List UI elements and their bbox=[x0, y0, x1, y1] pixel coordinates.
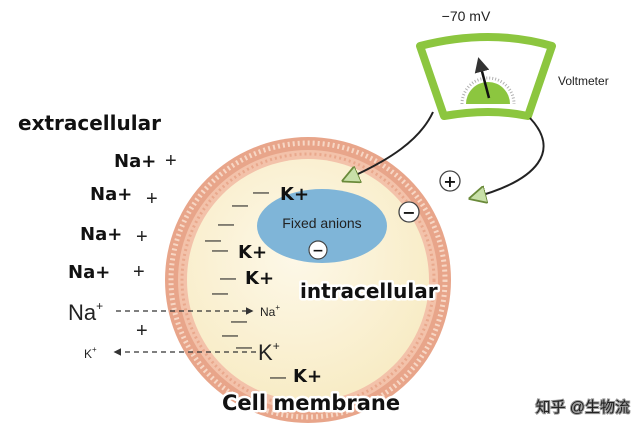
inside-negative-charges: — — — — — — — bbox=[205, 197, 252, 356]
outside-ion-sign: + bbox=[165, 150, 177, 172]
na-outside-label: Na+ bbox=[68, 299, 103, 325]
cell-membrane-label: Cell membrane bbox=[222, 391, 400, 415]
fixed-anions-minus: − bbox=[312, 243, 324, 259]
fixed-anions: Fixed anions − bbox=[257, 189, 387, 263]
outside-ion-sign: + bbox=[146, 188, 158, 210]
outside-ion-3: Na+ + bbox=[80, 224, 148, 248]
electrode-wire-inside bbox=[345, 111, 434, 180]
inside-ion-3: — K+ bbox=[220, 268, 274, 289]
inside-ion-1: — K+ bbox=[253, 184, 309, 205]
k-efflux: K+ K+ bbox=[84, 339, 280, 365]
na-outside-symbol: Na bbox=[68, 300, 97, 325]
fixed-anions-minus-circle bbox=[308, 240, 328, 260]
k-outside-charge: + bbox=[92, 345, 97, 354]
k-inside-symbol: K bbox=[258, 340, 273, 365]
inside-minus: — bbox=[218, 216, 234, 233]
voltmeter-label: Voltmeter bbox=[558, 74, 609, 88]
electrode-plus-circle bbox=[439, 170, 461, 192]
inside-ion-dash: — bbox=[212, 242, 228, 259]
inside-ion-label: K+ bbox=[238, 242, 267, 263]
outside-ion-sign: + bbox=[133, 261, 145, 283]
outside-ion-label: Na+ bbox=[80, 224, 122, 245]
outside-ion-4: Na+ + bbox=[68, 261, 145, 283]
outside-ion-2: Na+ + bbox=[90, 184, 158, 210]
watermark: 知乎 @生物流 bbox=[536, 399, 630, 416]
inside-minus: — bbox=[236, 339, 252, 356]
na-inside-symbol: Na bbox=[260, 305, 276, 319]
voltmeter-frame bbox=[416, 33, 556, 120]
k-inside-charge: + bbox=[273, 339, 280, 353]
inside-ion-dash: — bbox=[270, 369, 286, 386]
na-inside-charge: + bbox=[275, 303, 280, 312]
outside-ion-label: Na+ bbox=[114, 151, 156, 172]
outside-ion-sign: + bbox=[136, 226, 148, 248]
voltmeter: −70 mV Voltmeter bbox=[416, 8, 609, 120]
inside-minus: — bbox=[212, 285, 228, 302]
electrode-minus-circle bbox=[398, 201, 420, 223]
cell-membrane-dots-inner bbox=[180, 152, 436, 408]
flux-plus-sign: + bbox=[136, 320, 148, 342]
intracellular-label: intracellular bbox=[300, 279, 438, 303]
electrode-plus-sign: + bbox=[443, 172, 456, 191]
outside-ion-1: Na+ + bbox=[114, 150, 177, 172]
electrode-wire-outside bbox=[472, 117, 545, 198]
na-influx: Na+ Na+ bbox=[68, 299, 280, 325]
inside-minus: — bbox=[222, 327, 238, 344]
electrode-minus-sign: − bbox=[402, 203, 415, 222]
inside-ion-4: — K+ bbox=[270, 366, 322, 387]
voltmeter-reading: −70 mV bbox=[442, 8, 491, 24]
extracellular-label: extracellular bbox=[18, 111, 161, 135]
na-outside-charge: + bbox=[96, 299, 103, 313]
outside-ion-label: Na+ bbox=[68, 262, 110, 283]
na-inside-label: Na+ bbox=[260, 303, 280, 319]
electrode-plus: + bbox=[439, 170, 461, 192]
fixed-anions-blob bbox=[257, 189, 387, 263]
inside-minus: — bbox=[205, 232, 221, 249]
k-outside-symbol: K bbox=[84, 347, 92, 361]
inside-ion-label: K+ bbox=[293, 366, 322, 387]
inside-ion-label: K+ bbox=[280, 184, 309, 205]
voltmeter-needle bbox=[474, 57, 491, 99]
electrode-minus: − bbox=[398, 201, 420, 223]
inside-ion-dash: — bbox=[220, 270, 236, 287]
cell-membrane-dots bbox=[168, 140, 448, 420]
k-outside-label: K+ bbox=[84, 345, 97, 361]
fixed-anions-label: Fixed anions bbox=[282, 215, 361, 231]
outside-ion-label: Na+ bbox=[90, 184, 132, 205]
inside-ion-label: K+ bbox=[245, 268, 274, 289]
inside-ion-dash: — bbox=[253, 184, 269, 201]
k-inside-label: K+ bbox=[258, 339, 280, 365]
inside-ion-2: — K+ bbox=[212, 242, 267, 263]
inside-minus: — bbox=[231, 313, 247, 330]
inside-minus: — bbox=[232, 197, 248, 214]
